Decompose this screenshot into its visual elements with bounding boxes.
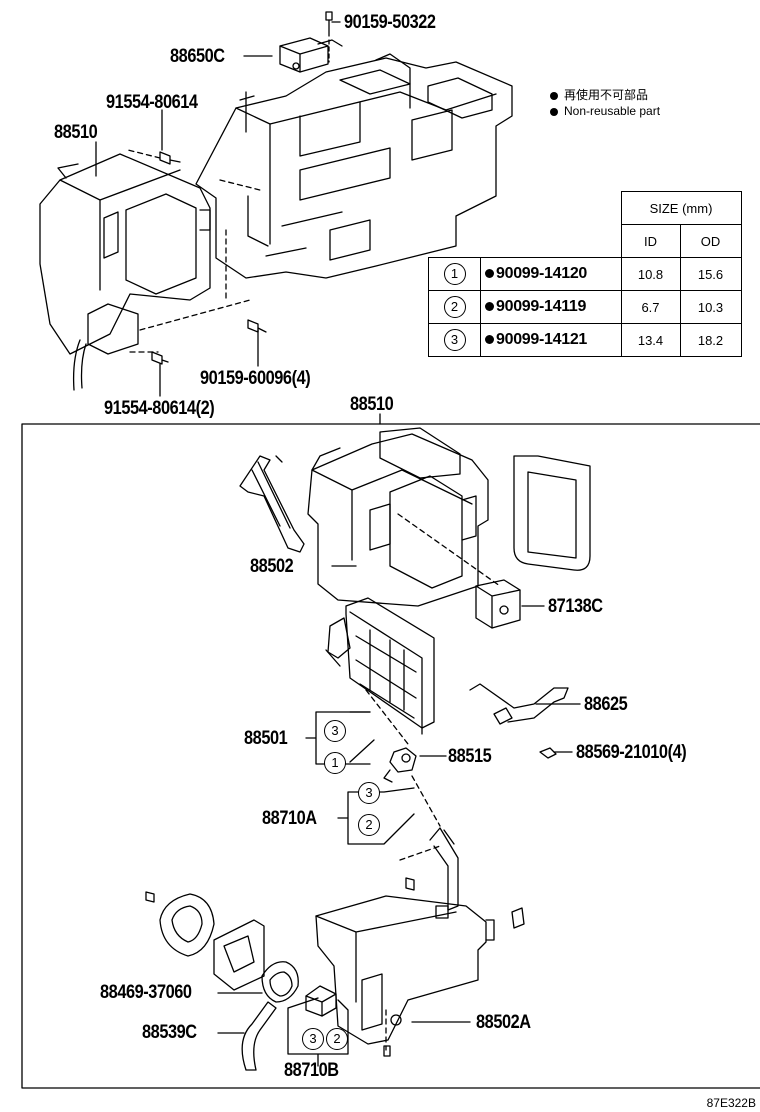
part-number: 90099-14120 [496,265,588,282]
pipe-bracket [239,455,305,553]
label-88515: 88515 [448,746,492,767]
label-88710B: 88710B [284,1060,339,1081]
blower-unit-left [39,153,211,391]
non-reusable-bullet-icon [485,302,494,312]
leaders-top [95,21,381,425]
ref-callout: 2 [443,296,466,318]
leaders-box [217,565,581,1067]
bullet-icon [550,107,558,116]
size-header: SIZE (mm) [620,191,742,225]
label-88510-top: 88510 [54,122,98,143]
gasket-frame [513,455,591,571]
bolt-91554-80614-2 [151,351,169,365]
detail-box [21,423,760,1089]
label-88502: 88502 [250,556,294,577]
table-row: 3 90099-14121 13.4 18.2 [428,323,742,357]
size-table: SIZE (mm) ID OD 1 90099-14120 10.8 15.6 … [428,191,742,357]
callout-3: 3 [302,1028,324,1050]
upper-case-88502 [307,427,489,607]
table-row: 1 90099-14120 10.8 15.6 [428,257,742,291]
size-od: 15.6 [679,257,742,291]
label-88502A: 88502A [476,1012,531,1033]
size-id: 10.8 [620,257,681,291]
label-88510-box: 88510 [350,394,394,415]
bolts-box [145,877,415,1057]
thermistor-88625 [469,683,569,725]
part-number: 90099-14119 [496,298,587,315]
sensor-87138C [475,579,521,629]
label-88469-37060: 88469-37060 [100,982,192,1003]
label-88625: 88625 [584,694,628,715]
heater-unit-main [195,53,513,279]
bolt-90159-50322 [325,11,333,63]
hose-88539C [241,1001,277,1071]
ref-callout: 1 [443,263,466,285]
size-id: 6.7 [620,290,681,324]
label-91554-80614: 91554-80614 [106,92,198,113]
size-od: 18.2 [679,323,742,357]
legend-jp: 再使用不可部品 [550,86,648,103]
piping-88710A [429,827,459,919]
bullet-icon [550,91,558,100]
clip-88569 [539,747,557,759]
callout-1: 1 [324,752,346,774]
label-88710A: 88710A [262,808,317,829]
label-90159-50322: 90159-50322 [344,12,436,33]
bolt-90159-60096 [247,319,267,333]
callout-2: 2 [358,814,380,836]
sensor-88650C [279,37,343,73]
label-91554-80614-2: 91554-80614(2) [104,398,215,419]
evaporator-88501 [325,597,435,735]
callout-3: 3 [324,720,346,742]
ref-callout: 3 [443,329,466,351]
part-number: 90099-14121 [496,331,588,348]
label-87138C: 87138C [548,596,603,617]
non-reusable-bullet-icon [485,269,494,279]
col-od: OD [679,224,742,258]
bolt-91554-80614 [159,151,181,165]
gasket-88469-37060 [159,893,299,1003]
drawing-number: 87E322B [706,1096,756,1110]
col-id: ID [620,224,681,258]
legend-en: Non-reusable part [550,104,660,118]
label-88501: 88501 [244,728,288,749]
table-row: 2 90099-14119 6.7 10.3 [428,290,742,324]
label-88539C: 88539C [142,1022,197,1043]
label-88650C: 88650C [170,46,225,67]
install-lines-top [127,149,261,353]
label-88569-21010: 88569-21010(4) [576,742,687,763]
size-id: 13.4 [620,323,681,357]
expansion-valve-88515 [383,747,417,783]
callout-3: 3 [358,782,380,804]
piping-88710B [305,985,337,1017]
size-od: 10.3 [679,290,742,324]
label-90159-60096: 90159-60096(4) [200,368,311,389]
lower-case-88502A [315,895,525,1045]
callout-2: 2 [326,1028,348,1050]
non-reusable-bullet-icon [485,335,494,345]
install-lines-box [365,513,501,1051]
